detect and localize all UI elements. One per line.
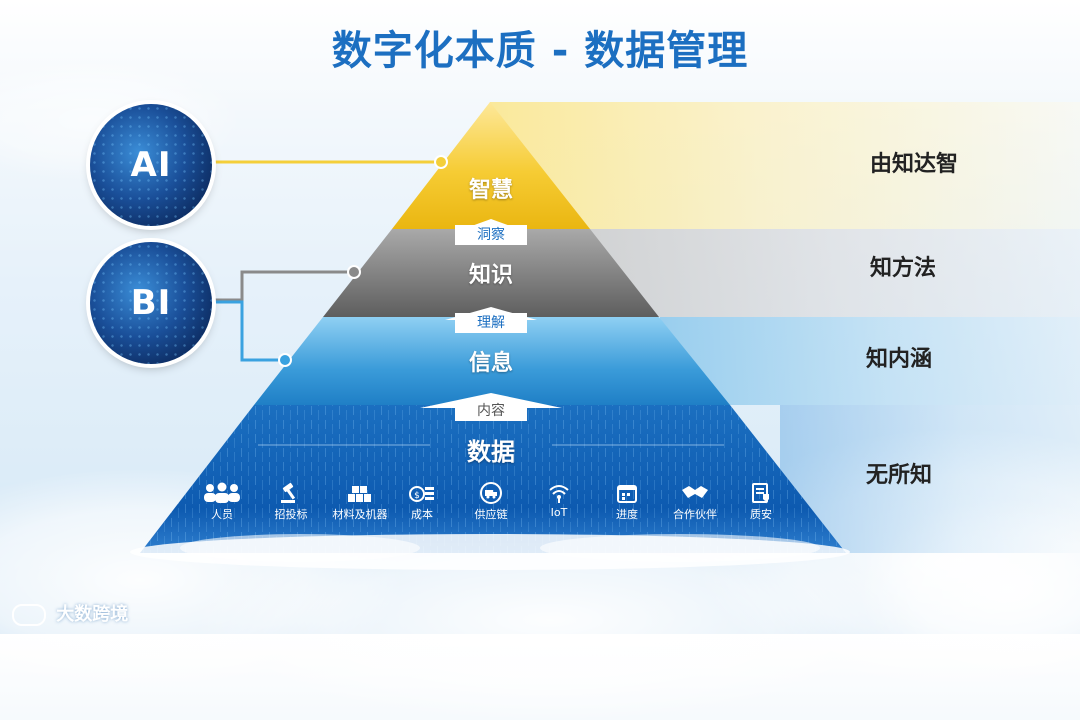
knowledge-label: 知识 xyxy=(468,263,513,288)
knowledge-layer xyxy=(323,229,659,317)
wisdom-band xyxy=(490,102,1080,229)
bi-knowledge-connector xyxy=(212,270,352,302)
gavel-icon xyxy=(256,482,326,506)
insight-connector-label: 洞察 xyxy=(455,225,527,245)
data-item-progress: 进度 xyxy=(592,482,662,522)
information-description: 知内涵 xyxy=(866,347,933,372)
people-icon xyxy=(187,482,257,506)
page-title: 数字化本质 - 数据管理 xyxy=(331,28,749,74)
information-band xyxy=(660,317,1080,405)
bi-badge-text: BI xyxy=(130,283,172,323)
handshake-icon xyxy=(660,482,730,506)
data-item-label: 合作伙伴 xyxy=(673,508,717,521)
watermark-text: 大数跨境 xyxy=(56,604,129,625)
ai-badge: AI xyxy=(90,104,212,226)
information-label: 信息 xyxy=(468,351,513,376)
data-item-supply-chain: 供应链 xyxy=(456,482,526,522)
wisdom-label: 智慧 xyxy=(468,178,513,203)
data-item-people: 人员 xyxy=(187,482,257,522)
svg-text:$: $ xyxy=(414,491,420,501)
logo-icon xyxy=(12,604,46,626)
data-item-label: 供应链 xyxy=(474,508,508,521)
data-item-partners: 合作伙伴 xyxy=(660,482,730,522)
shield-doc-icon xyxy=(726,482,796,506)
truck-icon xyxy=(456,482,526,506)
data-item-iot: IoT xyxy=(524,482,594,519)
data-item-cost: $ 成本 xyxy=(387,482,457,522)
wifi-icon xyxy=(524,482,594,506)
knowledge-description: 知方法 xyxy=(870,256,937,281)
data-item-bidding: 招投标 xyxy=(256,482,326,522)
data-item-materials: 材料及机器 xyxy=(325,482,395,522)
watermark-logo: 大数跨境 xyxy=(12,600,128,626)
data-item-quality-safety: 质安 xyxy=(726,482,796,522)
content-connector-label: 内容 xyxy=(455,401,527,421)
data-item-label: 招投标 xyxy=(274,508,308,521)
data-description: 无所知 xyxy=(866,463,933,488)
knowledge-band xyxy=(590,229,1080,317)
bi-badge: BI xyxy=(90,242,212,364)
bi-information-connector xyxy=(212,300,283,362)
data-item-label: 成本 xyxy=(411,508,433,521)
ai-badge-text: AI xyxy=(130,145,172,185)
data-item-label: 人员 xyxy=(211,508,233,521)
data-item-label: IoT xyxy=(550,506,568,519)
materials-icon xyxy=(325,482,395,506)
data-item-label: 质安 xyxy=(750,508,772,521)
data-item-label: 材料及机器 xyxy=(332,508,388,521)
wisdom-description: 由知达智 xyxy=(870,152,959,177)
data-band xyxy=(780,405,1080,553)
data-item-label: 进度 xyxy=(616,508,638,521)
information-layer xyxy=(254,317,730,405)
understanding-connector-label: 理解 xyxy=(455,313,527,333)
calendar-icon xyxy=(592,482,662,506)
coins-icon: $ xyxy=(387,482,457,506)
wisdom-layer xyxy=(392,102,590,229)
data-label: 数据 xyxy=(467,438,515,466)
